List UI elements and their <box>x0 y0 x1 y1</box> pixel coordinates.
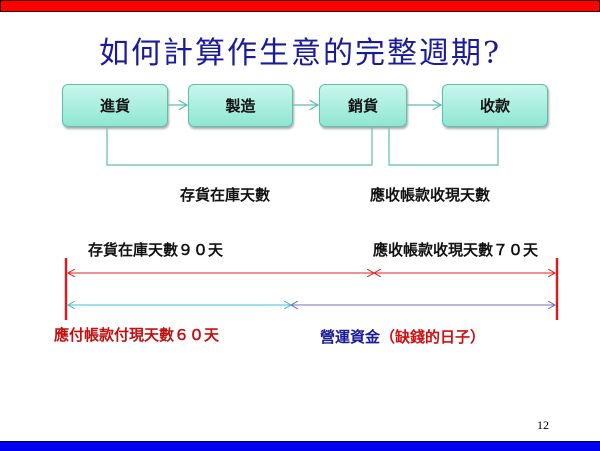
inventory-days: 存貨在庫天數９０天 <box>88 241 224 259</box>
payable-days: 應付帳款付現天數６０天 <box>54 326 220 344</box>
step-manufacture: 製造 <box>188 84 293 127</box>
inventory-bracket <box>106 127 373 166</box>
receivable-label: 應收帳款收現天數 <box>370 186 491 204</box>
bottom-bar <box>0 441 600 451</box>
step-collection: 收款 <box>442 84 548 127</box>
step-sales: 銷貨 <box>319 84 407 127</box>
working-capital: 營運資金（缺錢的日子） <box>320 326 485 347</box>
page-number: 12 <box>537 418 549 432</box>
working-capital-note: （缺錢的日子） <box>380 328 486 346</box>
step-purchase: 進貨 <box>62 84 168 127</box>
receivable-bracket <box>388 127 499 166</box>
slide-title: 如何計算作生意的完整週期? <box>98 36 502 71</box>
working-capital-label: 營運資金 <box>320 328 381 346</box>
receivable-days: 應收帳款收現天數７０天 <box>373 241 539 259</box>
inventory-label: 存貨在庫天數 <box>180 186 271 204</box>
